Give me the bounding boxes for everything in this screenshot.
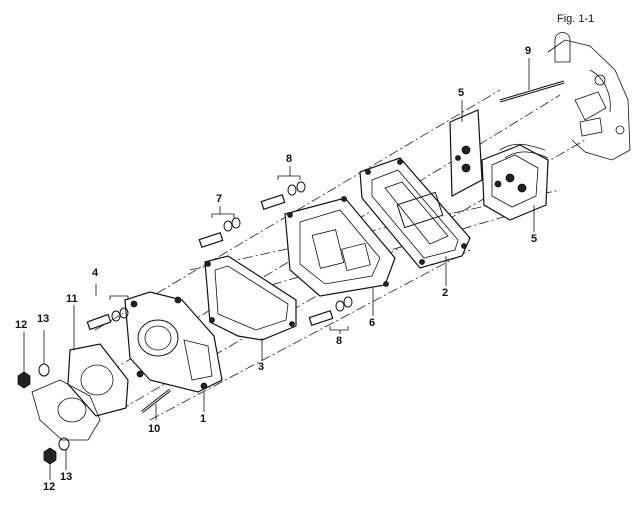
long-stud-part-9: [499, 80, 565, 103]
callout-12-lower: 12: [43, 481, 56, 493]
callout-12-upper: 12: [15, 319, 28, 331]
callout-8-lower: 8: [336, 335, 343, 347]
callout-1: 1: [200, 413, 207, 425]
callout-6: 6: [369, 317, 376, 329]
carburetor-fragment: [31, 379, 101, 441]
bolt-washer-set-8-lower: [308, 296, 353, 331]
bolt-washer-set-4: [86, 295, 129, 331]
callout-3: 3: [258, 361, 265, 373]
nut-washer-lower: [43, 437, 70, 465]
reed-valve-part-5-upper: [449, 109, 483, 197]
bolt-washer-set-7: [198, 213, 241, 248]
valve-housing-part-2: [359, 157, 471, 269]
figure-label: Fig. 1-1: [557, 13, 595, 25]
gasket-part-3: [204, 255, 297, 341]
gasket-part-11: [67, 343, 129, 417]
nut-washer-upper: [17, 363, 50, 389]
carburetor-adapter-part-1: [124, 291, 223, 393]
callout-5-upper: 5: [458, 87, 465, 99]
callout-5-lower: 5: [531, 233, 538, 245]
gasket-part-6: [284, 196, 396, 297]
callout-8-upper: 8: [286, 153, 293, 165]
callout-9: 9: [525, 45, 532, 57]
callout-11: 11: [66, 293, 78, 305]
callout-10: 10: [148, 423, 161, 435]
callout-13-lower: 13: [60, 471, 73, 483]
leader-lines: [23, 58, 535, 480]
callout-7: 7: [216, 193, 223, 205]
callout-4: 4: [92, 267, 99, 279]
callout-13-upper: 13: [37, 313, 50, 325]
reed-valve-part-5-lower: [481, 143, 549, 221]
stud-part-10: [141, 388, 171, 414]
callout-2: 2: [442, 287, 449, 299]
bolt-washer-set-8-upper: [260, 175, 306, 210]
engine-block-fragment: [547, 32, 631, 161]
